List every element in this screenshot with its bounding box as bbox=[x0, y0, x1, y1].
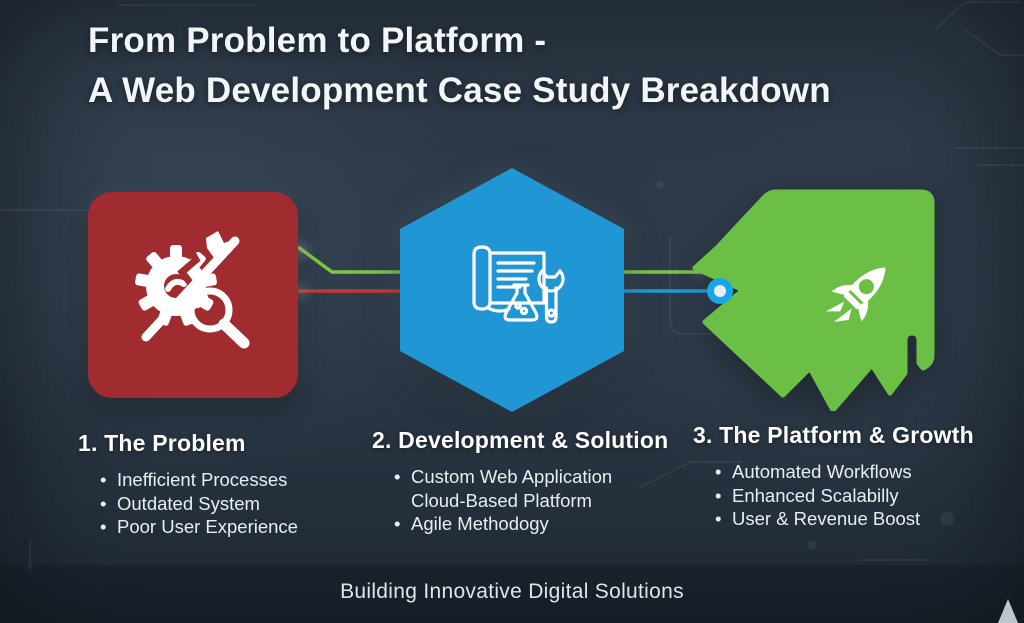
corner-triangle-decoration bbox=[998, 599, 1018, 623]
section-development: 2. Development & Solution Custom Web App… bbox=[372, 427, 668, 536]
section-problem: 1. The Problem Inefficient Processes Out… bbox=[78, 430, 298, 539]
list-item: Outdated System bbox=[100, 492, 298, 516]
list-item: User & Revenue Boost bbox=[715, 507, 974, 531]
list-item: Agile Methodogy bbox=[394, 512, 668, 536]
platform-shape bbox=[692, 189, 935, 411]
development-shape bbox=[400, 168, 624, 412]
stage-1-heading: 1. The Problem bbox=[78, 430, 246, 456]
stage-3-heading: 3. The Platform & Growth bbox=[693, 422, 974, 448]
list-item: Inefficient Processes bbox=[100, 468, 298, 492]
footer-tagline: Building Innovative Digital Solutions bbox=[340, 580, 684, 603]
page-title: From Problem to Platform - A Web Develop… bbox=[88, 16, 831, 116]
rocket-icon bbox=[826, 267, 886, 322]
list-item-continuation: Cloud-Based Platform bbox=[411, 489, 592, 511]
page-title-line1: From Problem to Platform - bbox=[88, 21, 547, 60]
stage-2-list: Custom Web Application Cloud-Based Platf… bbox=[372, 465, 668, 536]
list-item: Custom Web Application bbox=[394, 465, 668, 489]
broken-gear-magnifier-icon bbox=[135, 231, 250, 349]
list-item: Poor User Experience bbox=[100, 515, 298, 539]
stage-1-list: Inefficient Processes Outdated System Po… bbox=[78, 468, 298, 539]
connector-node bbox=[707, 278, 733, 304]
problem-shape bbox=[88, 192, 298, 398]
page-title-line2: A Web Development Case Study Breakdown bbox=[88, 71, 831, 110]
section-platform-growth: 3. The Platform & Growth Automated Workf… bbox=[693, 422, 974, 531]
footer-band: Building Innovative Digital Solutions bbox=[0, 565, 1024, 623]
list-item: Enhanced Scalabilly bbox=[715, 484, 974, 508]
blueprint-wrench-flask-icon bbox=[472, 245, 565, 324]
stage-3-list: Automated Workflows Enhanced Scalabilly … bbox=[693, 460, 974, 531]
stage-2-heading: 2. Development & Solution bbox=[372, 427, 669, 453]
list-item: Automated Workflows bbox=[715, 460, 974, 484]
